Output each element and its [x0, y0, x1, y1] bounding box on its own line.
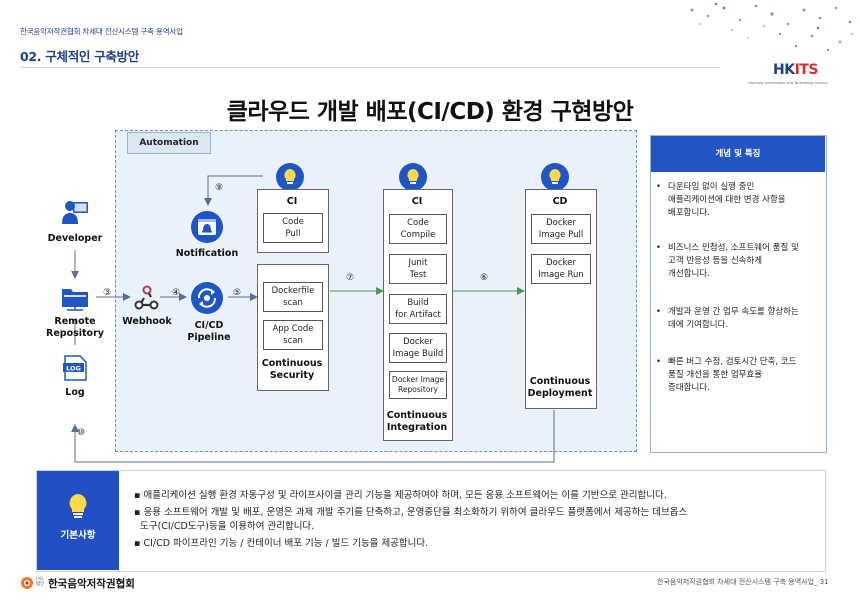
step-number-4: ④	[172, 288, 181, 298]
basic-requirements-sidebar	[37, 471, 119, 570]
ci-integration-stage-title: CI	[411, 196, 423, 207]
developer-icon	[60, 196, 90, 226]
basic-requirement-line: 도구(CI/CD도구)등을 이용하여 관리합니다.	[134, 521, 315, 532]
features-panel-title: 개념 및 특징	[651, 136, 825, 172]
ci-integration-stage-label: Continuous Integration	[386, 410, 448, 433]
footer-organization: 한국음악저작권협회	[48, 578, 135, 590]
notification-icon	[190, 210, 224, 244]
basic-requirement-line: ▪ 응용 소프트웨어 개발 및 배포, 운영은 과제 개발 주기를 단축하고, …	[134, 507, 688, 518]
lightbulb-icon	[66, 492, 90, 520]
webhook-icon	[133, 285, 161, 311]
log-label: Log	[65, 387, 85, 398]
decorative-dots	[690, 2, 854, 52]
footer-page-text: 한국음악저작권협회 차세대 전산시스템 구축 용역사업_ 31	[657, 578, 829, 586]
cd-stage-title: CD	[552, 196, 568, 207]
step-dockerfile-scan: Dockerfile scan	[263, 282, 323, 312]
section-title: 02. 구체적인 구축방안	[20, 49, 139, 64]
step-docker-image-repository: Docker Image Repository	[389, 371, 447, 399]
basic-requirements-label: 기본사항	[60, 530, 96, 541]
association-logo-icon	[20, 576, 34, 590]
ci-pull-stage-title: CI	[286, 196, 298, 207]
pipeline-icon	[190, 281, 224, 315]
step-number-7: ⑦	[346, 273, 355, 283]
feature-item: •빠른 버그 수정, 검토시간 단축, 코드 품질 개선을 통한 업무효율 증대…	[656, 356, 822, 395]
cd-stage-label: Continuous Deployment	[527, 376, 593, 399]
step-build-artifact: Build for Artifact	[389, 294, 447, 324]
step-number-3: ③	[103, 288, 112, 298]
logo-subtitle: Harmony Information and Technology servi…	[748, 81, 828, 85]
logo-text-main: HK	[773, 62, 795, 78]
repository-icon	[60, 283, 90, 311]
webhook-label: Webhook	[122, 316, 172, 327]
step-docker-image-pull: Docker Image Pull	[531, 214, 591, 244]
remote-repository-label: Remote Repository	[46, 316, 104, 339]
step-code-compile: Code Compile	[389, 214, 447, 244]
step-number-5: ⑤	[233, 288, 242, 298]
step-docker-image-build: Docker Image Build	[389, 333, 447, 363]
cd-stage-bulb-icon	[541, 163, 569, 191]
step-junit-test: Junit Test	[389, 254, 447, 284]
pipeline-label: CI/CD Pipeline	[187, 320, 231, 343]
step-number-6: ⑥	[480, 273, 489, 283]
feature-item: •다운타임 없이 실행 중인 애플리케이션에 대한 변경 사항을 배포합니다.	[656, 181, 822, 220]
basic-requirement-line: ▪ CI/CD 파이프라인 기능 / 컨테이너 배포 기능 / 빌드 기능을 제…	[134, 538, 429, 549]
step-number-9: ⑨	[215, 183, 224, 193]
feature-item: •비즈니스 민첩성, 소프트웨어 품질 및 고객 반응성 등을 신속하게 개선합…	[656, 242, 822, 281]
header-divider	[20, 67, 720, 68]
svg-text:LOG: LOG	[66, 365, 81, 373]
feature-item-text: 개발과 운영 간 업무 속도를 향상하는 데에 기여합니다.	[668, 307, 799, 330]
ci-stage-bulb-icon	[276, 163, 304, 191]
footer-org-prefix: (사) 법인	[36, 577, 45, 587]
step-code-pull: Code Pull	[263, 213, 323, 243]
security-stage-label: Continuous Security	[261, 358, 323, 381]
basic-requirements-box	[36, 470, 826, 572]
header-subtitle: 한국음악저작권협회 차세대 전산시스템 구축 용역사업	[20, 27, 183, 36]
step-docker-image-run: Docker Image Run	[531, 254, 591, 284]
ci-integration-bulb-icon	[399, 163, 427, 191]
feature-item-text: 빠른 버그 수정, 검토시간 단축, 코드 품질 개선을 통한 업무효율 증대합…	[668, 357, 797, 393]
features-panel	[650, 135, 827, 453]
log-icon: LOG	[61, 354, 89, 382]
step-number-10: ⑩	[77, 428, 86, 438]
feature-item: •개발과 운영 간 업무 속도를 향상하는 데에 기여합니다.	[656, 306, 822, 332]
automation-label: Automation	[127, 132, 211, 154]
developer-label: Developer	[47, 233, 103, 244]
step-app-code-scan: App Code scan	[263, 320, 323, 350]
feature-item-text: 다운타임 없이 실행 중인 애플리케이션에 대한 변경 사항을 배포합니다.	[668, 182, 786, 218]
feature-item-text: 비즈니스 민첩성, 소프트웨어 품질 및 고객 반응성 등을 신속하게 개선합니…	[668, 243, 799, 279]
notification-label: Notification	[175, 248, 239, 259]
basic-requirement-line: ▪ 애플리케이션 실행 환경 자동구성 및 라이프사이클 관리 기능을 제공하여…	[134, 490, 667, 501]
company-logo: HKITS	[773, 62, 818, 78]
logo-text-accent: ITS	[794, 62, 819, 78]
page-title: 클라우드 개발 배포(CI/CD) 환경 구현방안	[226, 99, 634, 125]
